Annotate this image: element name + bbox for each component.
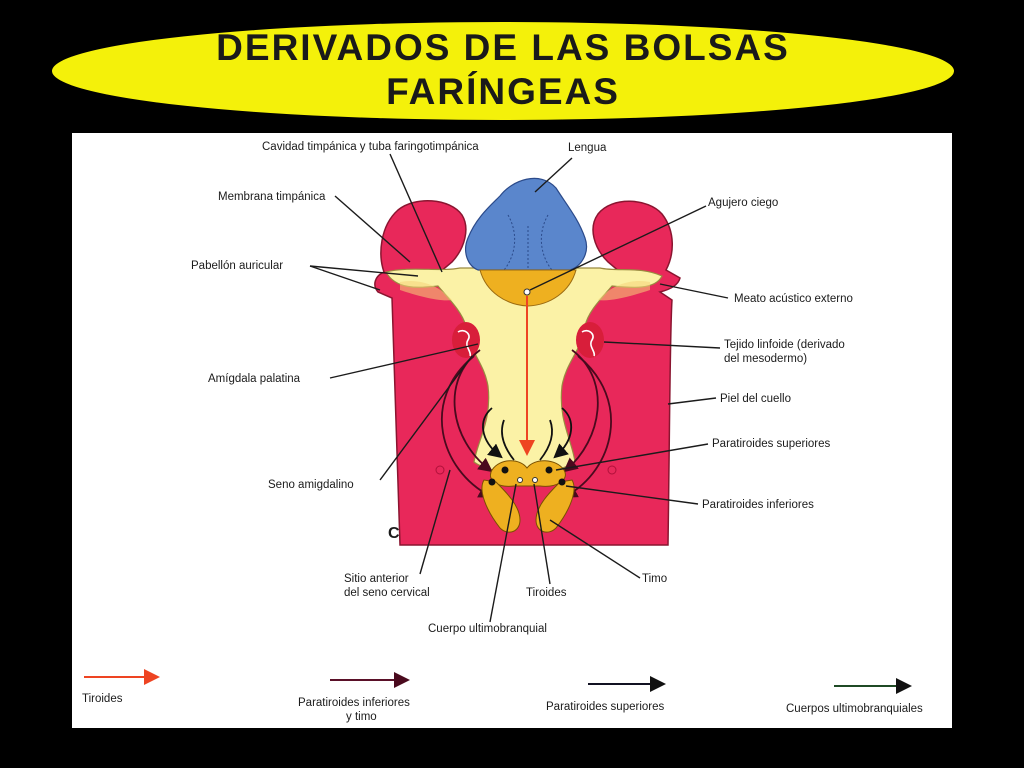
legend-label-parainf-1: Paratiroides inferiores (298, 697, 410, 709)
leader-lines (309, 153, 729, 623)
page-title: Derivados de las bolsas faríngeas (52, 26, 954, 114)
title-line-2: faríngeas (386, 71, 620, 112)
title-line-1: Derivados de las bolsas (216, 27, 790, 68)
label-sitio-2: del seno cervical (344, 587, 430, 599)
label-agujero: Agujero ciego (708, 197, 778, 209)
label-tejido-1: Tejido linfoide (derivado (724, 339, 845, 351)
label-parasup: Paratiroides superiores (712, 438, 831, 450)
legend: Tiroides Paratiroides inferiores y timo … (82, 669, 923, 723)
label-pabellon: Pabellón auricular (191, 260, 283, 272)
title-banner (52, 22, 954, 120)
figure-letter: C (388, 525, 400, 542)
legend-label-ultimo: Cuerpos ultimobranquiales (786, 703, 923, 715)
label-cuerpo: Cuerpo ultimobranquial (428, 623, 547, 635)
legend-label-tiroides: Tiroides (82, 693, 123, 705)
label-amigdala: Amígdala palatina (208, 373, 301, 385)
label-piel: Piel del cuello (720, 393, 791, 405)
diagram-labels: Cavidad timpánica y tuba faringotimpánic… (191, 141, 853, 635)
legend-label-parainf-2: y timo (346, 711, 377, 723)
legend-label-parasup: Paratiroides superiores (546, 701, 665, 713)
label-seno: Seno amigdalino (268, 479, 354, 491)
label-lengua: Lengua (568, 142, 607, 154)
tongue (465, 177, 588, 271)
gland-cluster (435, 460, 617, 533)
label-tiroides: Tiroides (526, 587, 567, 599)
label-sitio-1: Sitio anterior (344, 573, 409, 585)
label-meato: Meato acústico externo (734, 293, 853, 305)
label-parainf: Paratiroides inferiores (702, 499, 814, 511)
label-tejido-2: del mesodermo) (724, 353, 807, 365)
label-cavidad: Cavidad timpánica y tuba faringotimpánic… (262, 141, 479, 153)
tonsil-right (576, 322, 604, 358)
label-timo: Timo (642, 573, 667, 585)
label-membrana: Membrana timpánica (218, 191, 326, 203)
migration-arrows (441, 349, 612, 498)
thymus-left (481, 479, 521, 533)
